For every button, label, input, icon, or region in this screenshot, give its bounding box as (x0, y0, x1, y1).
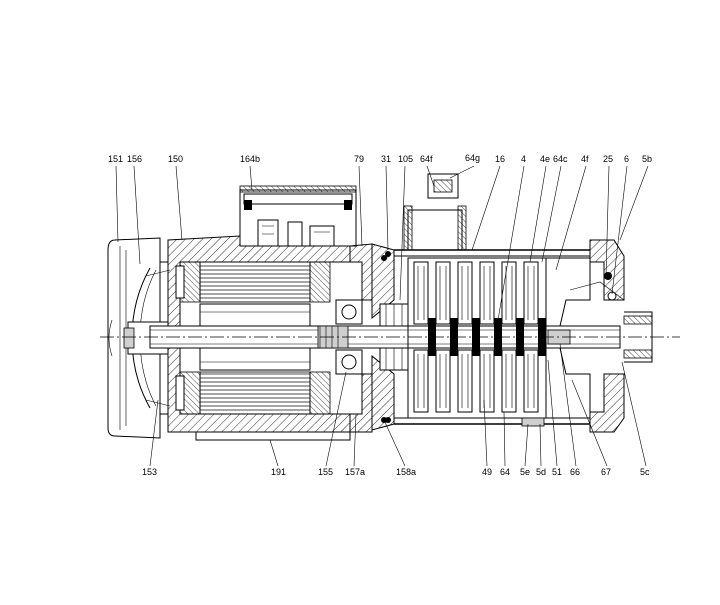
callout-6: 6 (624, 154, 629, 164)
inlet-chamber (545, 257, 591, 327)
leader-lines (115, 165, 649, 467)
callout-49: 49 (482, 467, 492, 477)
callout-153: 153 (142, 467, 157, 477)
callout-31: 31 (381, 154, 391, 164)
callout-156: 156 (127, 154, 142, 164)
callout-5c: 5c (640, 467, 650, 477)
drain-plug (521, 417, 545, 427)
callouts-bottom: 153 191 155 157a 158a 49 64 5e 5d 51 66 … (142, 467, 650, 477)
callout-64g: 64g (465, 153, 480, 163)
callout-64f: 64f (420, 154, 433, 164)
callout-64c: 64c (553, 154, 568, 164)
stator (175, 261, 331, 415)
callout-164b: 164b (240, 154, 260, 164)
callout-158a: 158a (396, 467, 416, 477)
callout-151: 151 (108, 154, 123, 164)
callout-105: 105 (398, 154, 413, 164)
pump-adapter (371, 243, 395, 320)
callout-157a: 157a (345, 467, 365, 477)
callout-25: 25 (603, 154, 613, 164)
callout-4e: 4e (540, 154, 550, 164)
callout-4f: 4f (581, 154, 589, 164)
pump-assembly (371, 173, 653, 433)
stage-4 (479, 261, 495, 413)
callout-150: 150 (168, 154, 183, 164)
motor-flange (349, 243, 373, 301)
fan-cover (107, 237, 161, 439)
stage-1 (413, 261, 429, 413)
callout-5e: 5e (520, 467, 530, 477)
base-foot (195, 431, 351, 441)
shaft-seal (379, 303, 409, 371)
stage-2 (435, 261, 451, 413)
stage-6 (523, 261, 539, 413)
callout-4: 4 (521, 154, 526, 164)
callouts-top: 151 156 150 164b 79 31 105 64f 64g 16 4 … (108, 153, 652, 164)
callout-79: 79 (354, 154, 364, 164)
terminal-box (239, 185, 357, 247)
stage-3 (457, 261, 473, 413)
callout-16: 16 (495, 154, 505, 164)
callout-67: 67 (601, 467, 611, 477)
callout-64: 64 (500, 467, 510, 477)
callout-191: 191 (271, 467, 286, 477)
callout-5d: 5d (536, 467, 546, 477)
outlet-port (403, 173, 467, 251)
callout-66: 66 (570, 467, 580, 477)
callout-51: 51 (552, 467, 562, 477)
stage-5 (501, 261, 517, 413)
bearing (335, 299, 363, 375)
motor-assembly (107, 185, 621, 441)
callout-155: 155 (318, 467, 333, 477)
callout-5b: 5b (642, 154, 652, 164)
